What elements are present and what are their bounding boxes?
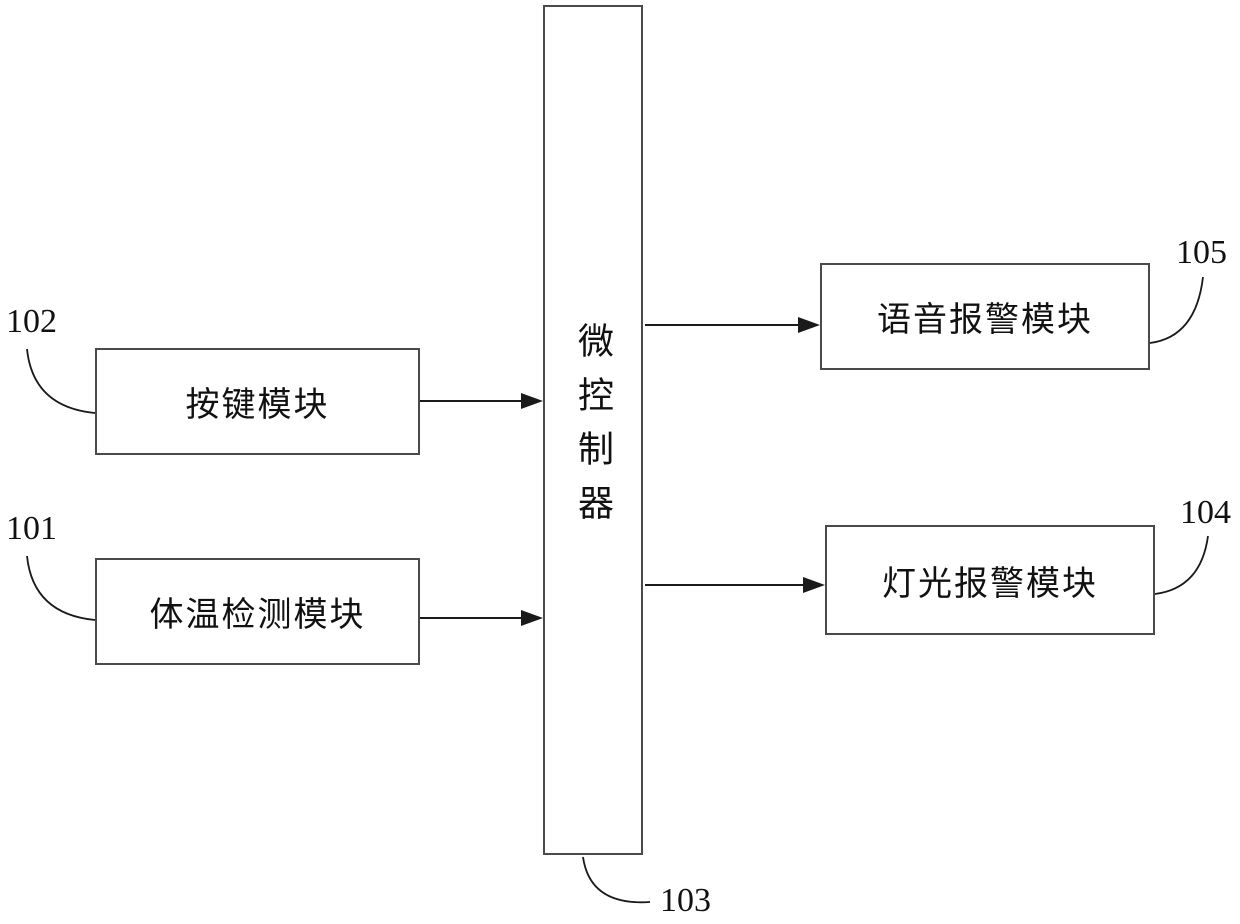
voice-alarm-module-label: 语音报警模块 bbox=[877, 302, 1093, 339]
light-alarm-module-box: 灯光报警模块 bbox=[825, 525, 1155, 635]
ref-102: 102 bbox=[6, 303, 57, 340]
ref-101: 101 bbox=[6, 510, 57, 547]
key-module-box: 按键模块 bbox=[95, 348, 420, 455]
leader-102 bbox=[26, 348, 96, 414]
voice-alarm-module-box: 语音报警模块 bbox=[820, 263, 1150, 370]
arrow-mcu-to-light bbox=[645, 577, 825, 593]
microcontroller-box: 微控制器 bbox=[543, 5, 643, 855]
arrow-mcu-to-voice bbox=[645, 317, 820, 333]
light-alarm-module-label: 灯光报警模块 bbox=[882, 565, 1098, 603]
leader-104 bbox=[1154, 535, 1209, 595]
temperature-module-box: 体温检测模块 bbox=[95, 558, 420, 665]
temperature-module-label: 体温检测模块 bbox=[149, 597, 366, 634]
ref-105: 105 bbox=[1176, 234, 1227, 271]
key-module-label: 按键模块 bbox=[185, 387, 330, 424]
leader-105 bbox=[1149, 276, 1204, 344]
microcontroller-label: 微控制器 bbox=[573, 322, 613, 538]
arrow-temp-to-mcu bbox=[420, 610, 543, 626]
leader-101 bbox=[26, 555, 96, 621]
ref-103: 103 bbox=[660, 882, 711, 919]
ref-104: 104 bbox=[1180, 494, 1231, 531]
arrow-key-to-mcu bbox=[420, 393, 543, 409]
leader-103 bbox=[582, 856, 651, 904]
